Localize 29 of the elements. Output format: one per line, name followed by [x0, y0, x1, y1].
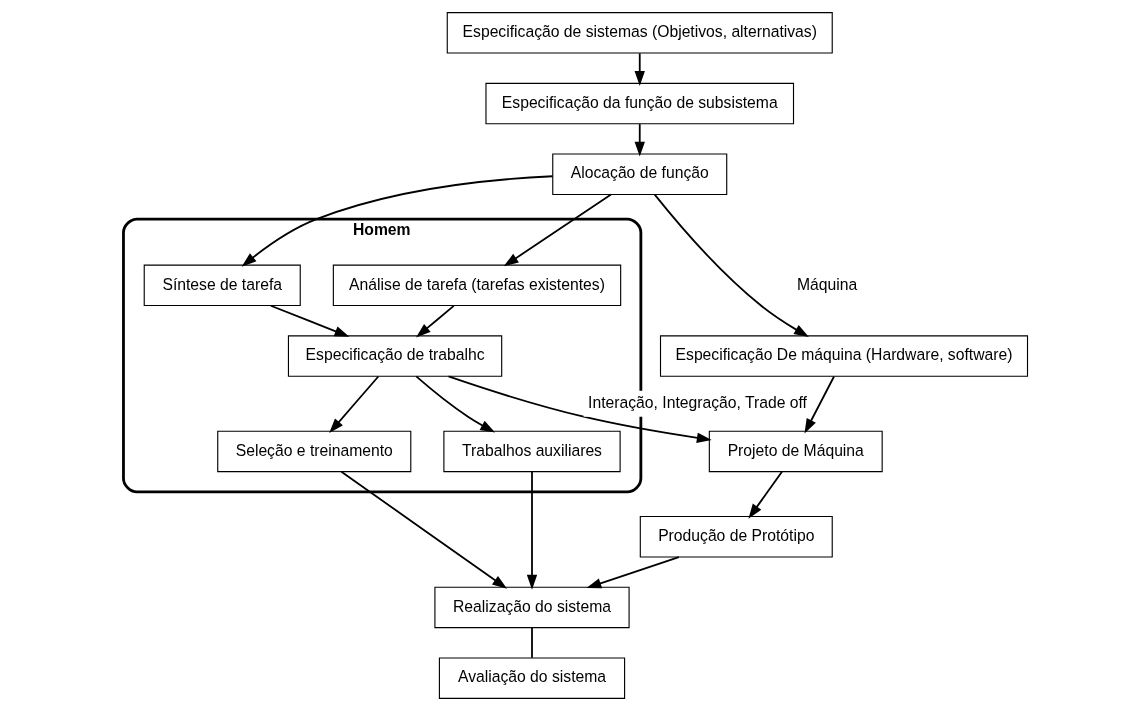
arrow	[653, 193, 809, 338]
arrow	[414, 375, 495, 433]
arrow	[340, 470, 507, 589]
node-box: Produção de Protótipo	[639, 516, 833, 558]
node-box: Análise de tarefa (tarefas existentes)	[332, 264, 621, 307]
node-box: Especificação de sistemas (Objetivos, alternativas)	[446, 12, 833, 54]
node-box: Trabalhos auxiliares	[442, 430, 621, 473]
connector	[530, 627, 533, 659]
node-box: Especificação de trabalhc	[287, 335, 502, 377]
node-box: Especificação da função de subsistema	[484, 82, 794, 125]
arrow	[526, 470, 537, 590]
arrow	[634, 123, 645, 157]
arrow	[804, 375, 835, 434]
arrow	[241, 175, 554, 267]
arrow	[585, 556, 680, 589]
node-box: Seleção e treinamento	[216, 430, 411, 473]
label: Máquina	[796, 275, 857, 293]
arrow	[269, 304, 349, 337]
node-box: Alocação de função	[551, 153, 727, 195]
arrow	[328, 375, 379, 434]
node-box: Realização do sistema	[433, 586, 630, 629]
arrow	[634, 52, 645, 86]
arrow	[447, 375, 712, 443]
node-box: Avaliação do sistema	[438, 657, 625, 699]
node-box: Especificação De máquina (Hardware, software)	[659, 335, 1028, 377]
node-box: Projeto de Máquina	[708, 430, 883, 473]
arrow	[415, 305, 455, 338]
node-box: Síntese de tarefa	[143, 264, 301, 307]
arrow	[747, 470, 783, 519]
